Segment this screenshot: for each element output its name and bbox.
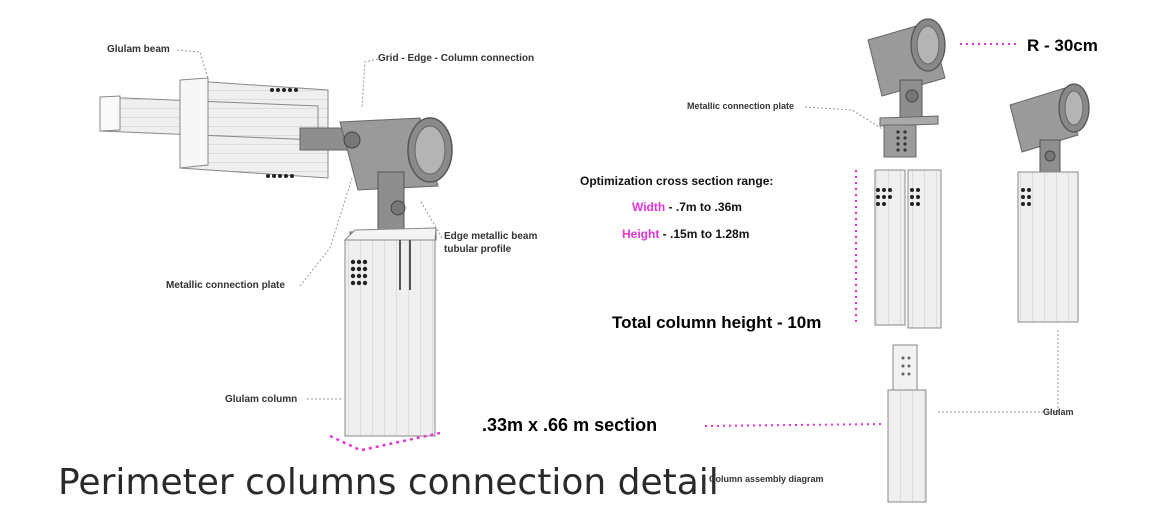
- label-optimization-range: Optimization cross section range:: [580, 174, 774, 188]
- leader-lines-left: [176, 49, 443, 400]
- label-glulam: Glulam: [1043, 407, 1074, 417]
- label-glulam-column: Glulam column: [225, 394, 298, 405]
- lower-column-piece-graphic: [887, 344, 927, 503]
- height-key: Height: [622, 227, 660, 241]
- label-width-range: Width - .7m to .36m: [632, 200, 742, 214]
- split-column-graphic: [874, 169, 942, 329]
- label-height-range: Height - .15m to 1.28m: [622, 227, 749, 241]
- glulam-beam-graphic: [99, 77, 329, 179]
- top-tube-graphic: [867, 18, 946, 121]
- edge-metallic-tube-graphic: [339, 117, 453, 191]
- label-metallic-connection-plate-right: Metallic connection plate: [687, 101, 795, 111]
- right-assembly-diagram: [704, 18, 1090, 503]
- section-leader: [704, 423, 885, 427]
- leader-lines-right: [804, 106, 1059, 413]
- page-title: Perimeter columns connection detail: [58, 462, 719, 503]
- base-dimension-short: [329, 434, 361, 452]
- left-connection-detail: [99, 49, 453, 452]
- label-section-size: .33m x .66 m section: [482, 415, 658, 435]
- height-value: - .15m to 1.28m: [659, 227, 750, 241]
- glulam-column-graphic: [343, 227, 437, 437]
- right-plate-graphic: [879, 115, 939, 158]
- label-metallic-connection-plate-left: Metallic connection plate: [166, 280, 285, 291]
- label-column-assembly-diagram: Column assembly diagram: [709, 474, 824, 484]
- assembled-column-graphic: [1009, 83, 1090, 323]
- label-total-column-height: Total column height - 10m: [612, 313, 822, 332]
- label-edge-metallic-beam: Edge metallic beam: [444, 231, 538, 242]
- label-glulam-beam: Glulam beam: [107, 44, 170, 55]
- label-radius: R - 30cm: [1027, 36, 1098, 55]
- label-tubular-profile: tubular profile: [444, 244, 512, 255]
- label-grid-edge-column-connection: Grid - Edge - Column connection: [378, 53, 535, 64]
- width-value: - .7m to .36m: [665, 200, 742, 214]
- width-key: Width: [632, 200, 666, 214]
